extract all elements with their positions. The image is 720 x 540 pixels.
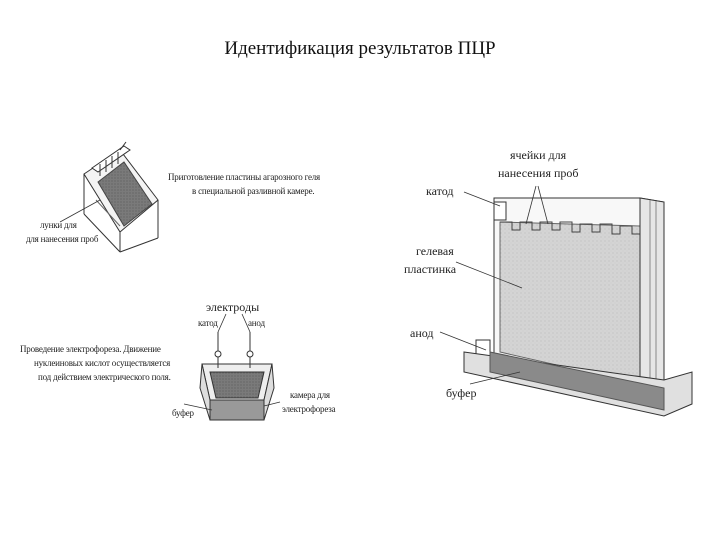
electrophoresis-caption-line2: нуклеиновых кислот осуществляется: [34, 358, 171, 368]
cells-label-line1: ячейки для: [510, 148, 567, 162]
electrophoresis-caption-line3: под действием электрического поля.: [38, 372, 171, 382]
wells-label-line1: лунки для: [40, 220, 77, 230]
chamber-label-line1: камера для: [290, 390, 330, 400]
apparatus-buffer-label: буфер: [446, 386, 477, 400]
apparatus-cathode-label: катод: [426, 184, 454, 198]
apparatus-pointer-lines: [439, 185, 549, 385]
electrophoresis-chamber-figure: [199, 332, 275, 421]
page-title: Идентификация результатов ПЦР: [224, 38, 496, 59]
chamber-pointer-lines: [183, 313, 281, 411]
gel-label-line1: гелевая: [416, 244, 454, 258]
chamber-cathode-label: катод: [198, 318, 218, 328]
chamber-buffer-label: буфер: [172, 408, 194, 418]
casting-caption-line2: в специальной разливной камере.: [192, 186, 315, 196]
casting-caption-line1: Приготовление пластины агарозного геля: [168, 172, 321, 182]
gel-plate-apparatus-figure: [463, 197, 693, 417]
cells-label-line2: нанесения проб: [498, 166, 579, 180]
electrophoresis-caption-line1: Проведение электрофореза. Движение: [20, 344, 161, 354]
wells-label-line2: для нанесения проб: [26, 234, 99, 244]
wells-pointer-line: [59, 199, 101, 223]
chamber-anode-label: анод: [248, 318, 265, 328]
gel-label-line2: пластинка: [404, 262, 457, 276]
casting-tray-figure: [83, 141, 159, 253]
chamber-label-line2: электрофореза: [282, 404, 336, 414]
electrodes-label: электроды: [206, 300, 260, 314]
apparatus-anode-label: анод: [410, 326, 434, 340]
